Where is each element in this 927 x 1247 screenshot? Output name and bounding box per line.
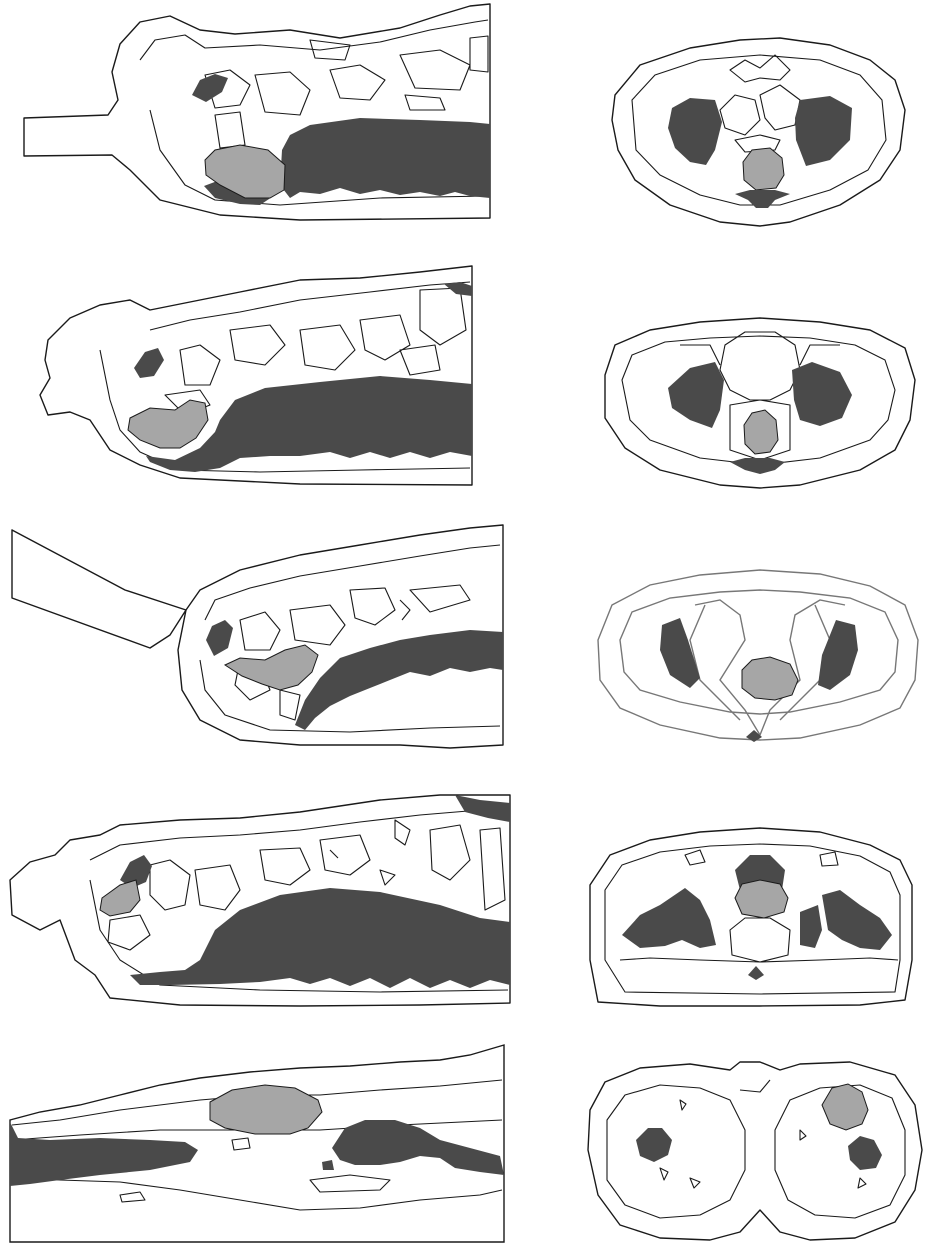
row-4-axial-slice: [590, 828, 912, 1006]
light-tissue-region: [128, 400, 208, 448]
dark-tissue-region: [792, 362, 852, 426]
leg-outline: [12, 530, 186, 648]
dark-tissue-region: [800, 905, 822, 948]
dark-tissue-region: [660, 618, 700, 688]
dark-tissue-region: [280, 118, 490, 198]
dark-tissue-region: [822, 890, 892, 950]
dark-tissue-region: [10, 1122, 198, 1186]
row-3-axial-slice: [598, 570, 918, 742]
dark-tissue-region: [818, 620, 858, 690]
light-tissue-region: [735, 880, 788, 918]
row-2-sagittal-slice: [40, 266, 472, 485]
dark-tissue-region: [848, 1136, 882, 1170]
row-1-sagittal-slice: [24, 4, 490, 220]
dark-tissue-region: [466, 658, 482, 670]
row-3-sagittal-slice: [12, 525, 503, 748]
row-4-sagittal-slice: [10, 795, 510, 1006]
light-tissue-region: [822, 1084, 868, 1130]
light-tissue-region: [100, 880, 140, 916]
organ-outlines: [720, 55, 800, 152]
dark-tissue-region: [795, 96, 852, 166]
row-2-axial-slice: [605, 318, 915, 488]
light-tissue-region: [742, 657, 798, 700]
dark-tissue-region: [130, 888, 510, 988]
dark-tissue-region: [322, 1160, 334, 1170]
dark-tissue-region: [668, 362, 724, 428]
dark-tissue-region: [636, 1128, 672, 1162]
dark-tissue-region: [748, 966, 764, 980]
light-tissue-region: [225, 645, 318, 690]
dark-tissue-region: [206, 620, 233, 656]
light-tissue-region: [744, 410, 778, 454]
row-5-axial-slice: [588, 1062, 922, 1240]
light-tissue-region: [743, 148, 784, 190]
row-5-sagittal-slice: [10, 1045, 504, 1242]
light-tissue-region: [210, 1085, 322, 1134]
row-1-axial-slice: [612, 38, 905, 226]
dark-tissue-region: [455, 795, 510, 822]
dark-tissue-region: [730, 458, 785, 474]
dark-tissue-region: [622, 888, 716, 948]
dark-tissue-region: [192, 74, 228, 102]
dark-tissue-region: [134, 348, 164, 378]
dark-tissue-region: [668, 98, 722, 165]
dark-tissue-region: [332, 1120, 504, 1175]
